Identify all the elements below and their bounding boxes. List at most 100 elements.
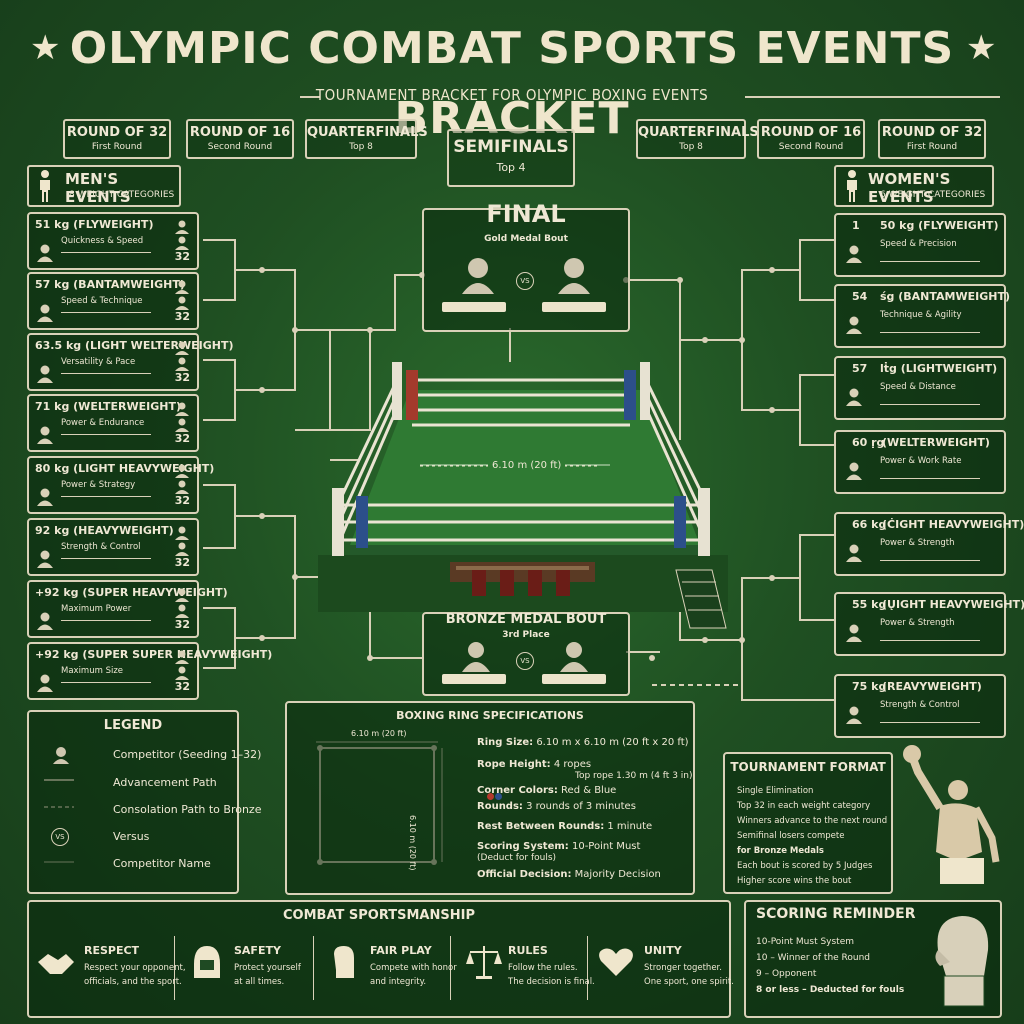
competitor-icon bbox=[37, 244, 53, 262]
competitor-name-line bbox=[880, 560, 980, 561]
versus-icon: VS bbox=[51, 828, 69, 846]
mens-bracket-card[interactable]: 63.5 kg (LIGHT WELTERWEIGHT) Versatility … bbox=[27, 333, 234, 391]
competitor-name-line bbox=[880, 640, 980, 641]
weight-class-name: śg (BANTAMWEIGHT) bbox=[880, 290, 1010, 303]
spec-row: Scoring System: 10-Point Must bbox=[477, 841, 641, 852]
competitor-name-line bbox=[880, 261, 980, 262]
competitor-icon bbox=[37, 365, 53, 383]
weight-class-name: +92 kg (SUPER HEAVYWEIGHT) bbox=[35, 586, 228, 599]
final-subtitle: Gold Medal Bout bbox=[484, 234, 568, 244]
seed-number: 32 bbox=[174, 556, 190, 569]
scales-icon bbox=[466, 946, 502, 979]
mens-bracket-card[interactable]: 80 kg (LIGHT HEAVYWEIGHT)Power & Strateg… bbox=[27, 456, 214, 514]
weight-class-desc: Power & Strength bbox=[880, 538, 955, 548]
boxer-figure-illustration bbox=[903, 745, 1000, 884]
subtitle-bar: TOURNAMENT BRACKET FOR OLYMPIC BOXING EV… bbox=[0, 86, 1024, 108]
versus-icon: VS bbox=[516, 272, 534, 290]
competitor-icon bbox=[175, 341, 189, 355]
spec-row: Corner Colors: Red & Blue bbox=[477, 785, 617, 796]
competitor-icon bbox=[846, 706, 862, 724]
competitor-name-plate bbox=[442, 302, 506, 312]
heart-icon bbox=[599, 948, 633, 976]
spec-row: Rounds: 3 rounds of 3 minutes bbox=[477, 801, 636, 812]
competitor-icon bbox=[37, 488, 53, 506]
mens-events-header: MEN'S EVENTS 8 WEIGHT CATEGORIES bbox=[27, 165, 181, 207]
competitor-silhouette-icon bbox=[462, 642, 490, 672]
boxing-glove-icon bbox=[935, 916, 989, 1007]
seed-number: 75 kg bbox=[852, 680, 887, 693]
seed-number: 32 bbox=[174, 250, 190, 263]
weight-class-desc: Maximum Size bbox=[61, 666, 124, 676]
scoring-lines: 10-Point Must System 10 – Winner of the … bbox=[756, 937, 905, 995]
tournament-format-panel: TOURNAMENT FORMAT Single Elimination Top… bbox=[723, 752, 893, 894]
competitor-icon bbox=[37, 674, 53, 692]
womens-bracket-card[interactable]: 55 kg(ŲIGHT HEAVYWEIGHT)Power & Strength bbox=[834, 592, 1024, 656]
headgear-icon bbox=[194, 946, 220, 978]
womens-bracket-card[interactable]: 75 kg(REAVYWEIGHT) Strength & Control bbox=[834, 674, 1006, 738]
seed-number: 55 kg bbox=[852, 598, 887, 611]
weight-class-name: 80 kg (LIGHT HEAVYWEIGHT) bbox=[35, 462, 215, 475]
final-panel: FINAL Gold Medal Bout VS bbox=[422, 200, 630, 332]
competitor-icon bbox=[175, 588, 189, 602]
weight-class-desc: Power & Strength bbox=[880, 618, 955, 628]
weight-class-desc: Versatility & Pace bbox=[61, 357, 136, 367]
format-list: Single Elimination Top 32 in each weight… bbox=[737, 786, 888, 886]
spec-row: Rest Between Rounds: 1 minute bbox=[477, 821, 653, 832]
page-title: OLYMPIC COMBAT SPORTS EVENTS BRACKET bbox=[69, 23, 955, 144]
weight-class-name: 50 kg (FLYWEIGHT) bbox=[880, 219, 999, 232]
seed-number: 32 bbox=[174, 618, 190, 631]
corner-colors-icon bbox=[487, 785, 502, 804]
weight-class-desc: Power & Endurance bbox=[61, 418, 145, 428]
seed-number: 1 bbox=[852, 219, 860, 232]
competitor-silhouette-icon bbox=[558, 258, 590, 294]
weight-class-desc: Quickness & Speed bbox=[61, 236, 144, 246]
womens-bracket-card[interactable]: 66 kg(ĊIGHT HEAVYWEIGHT)Power & Strength bbox=[834, 512, 1024, 576]
competitor-icon bbox=[175, 666, 189, 680]
weight-class-name: lṫg (LIGHTWEIGHT) bbox=[880, 362, 998, 375]
competitor-name-line bbox=[61, 620, 151, 621]
competitor-name-line bbox=[61, 373, 151, 374]
competitor-icon bbox=[175, 280, 189, 294]
competitor-name-line bbox=[61, 312, 151, 313]
weight-class-name: (WELTERWEIGHT) bbox=[882, 436, 990, 449]
competitor-icon bbox=[175, 418, 189, 432]
competitor-name-line bbox=[880, 722, 980, 723]
competitor-icon bbox=[846, 316, 862, 334]
ring-width-label: 6.10 m (20 ft) bbox=[351, 729, 407, 738]
competitor-icon bbox=[175, 236, 189, 250]
competitor-icon bbox=[37, 550, 53, 568]
spec-row: Top rope 1.30 m (4 ft 3 in) bbox=[575, 771, 693, 781]
weight-class-desc: Strength & Control bbox=[880, 700, 960, 710]
weight-class-name: 71 kg (WELTERWEIGHT) bbox=[35, 400, 182, 413]
weight-class-name: 63.5 kg (LIGHT WELTERWEIGHT) bbox=[35, 339, 234, 352]
ring-specs-title: BOXING RING SPECIFICATIONS bbox=[396, 709, 584, 722]
womens-bracket-card[interactable]: 60 ṛg(WELTERWEIGHT)Power & Work Rate bbox=[834, 430, 1006, 494]
mens-bracket-card[interactable]: +92 kg (SUPER SUPER HEAVYWEIGHT)Maximum … bbox=[27, 642, 272, 700]
competitor-icon bbox=[175, 220, 189, 234]
competitor-icon bbox=[846, 624, 862, 642]
competitor-icon bbox=[175, 650, 189, 664]
competitor-silhouette-icon bbox=[462, 258, 494, 294]
handshake-icon bbox=[38, 954, 74, 974]
seed-number: 54 bbox=[852, 290, 868, 303]
star-icon: ★ bbox=[966, 28, 997, 68]
competitor-icon bbox=[175, 604, 189, 618]
weight-class-name: (REAVYWEIGHT) bbox=[882, 680, 982, 693]
bronze-subtitle: 3rd Place bbox=[502, 630, 550, 640]
spec-row: Rope Height: 4 ropes bbox=[477, 759, 592, 770]
weight-class-name: 51 kg (FLYWEIGHT) bbox=[35, 218, 154, 231]
mens-bracket-card[interactable]: 51 kg (FLYWEIGHT) Quickness & Speed 32 bbox=[27, 212, 199, 270]
seed-number: 57 bbox=[852, 362, 868, 375]
competitor-name-plate bbox=[442, 674, 506, 684]
